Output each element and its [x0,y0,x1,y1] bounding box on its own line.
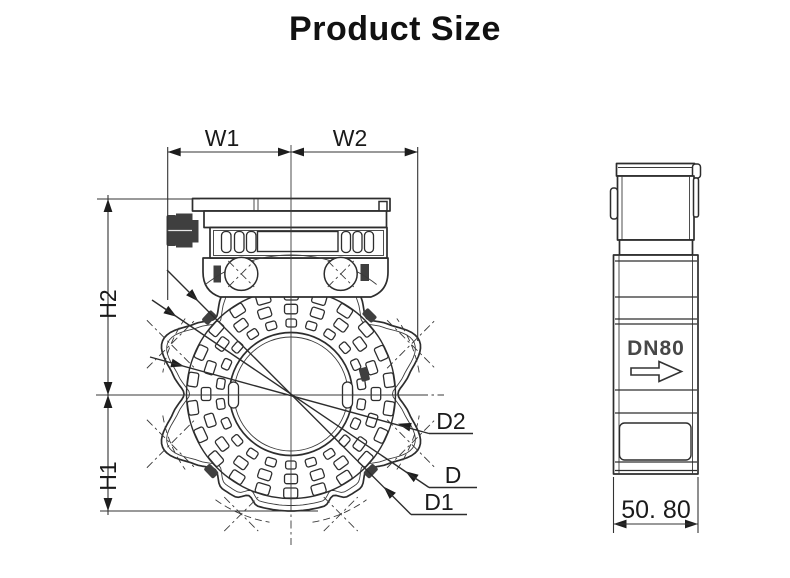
side-head [609,162,702,256]
key-button [363,230,375,254]
side-body-outline [612,254,699,475]
dimension-lines: W1 W2 H2 H1 [95,125,698,529]
side-head-body [616,175,695,241]
nameplate [618,422,692,461]
side-width-dimension: 50. 80 [612,477,699,533]
dim-label-width: 50. 80 [621,496,691,524]
key-button [245,230,257,254]
key-button [352,230,363,254]
head-vent-slot [360,264,369,281]
key-button [220,230,232,254]
dim-label-d1: D1 [424,489,453,515]
dim-label-h2: H2 [95,289,121,318]
side-view: DN80 50. 80 [609,162,702,533]
leader-d1 [166,269,412,515]
head-upper-tier [203,210,388,229]
side-head-cap [615,162,696,177]
centerlines [96,145,444,545]
dim-label-d2: D2 [436,408,465,434]
leader-d2 [149,356,430,435]
side-pipe-body: DN80 [612,254,699,475]
front-view: W1 W2 H2 H1 D2 D D1 [95,125,698,545]
flow-direction-arrow-icon [630,360,684,383]
head-vent-slot [213,265,221,283]
pipe-size-marking: DN80 [627,337,685,360]
dim-label-w2: W2 [333,125,368,151]
bolt-hole-marks [146,254,436,532]
key-button [340,230,352,254]
page-title: Product Size [289,10,501,48]
key-button [233,230,245,254]
dim-label-d: D [445,462,462,488]
side-neck [618,239,694,256]
cable-gland-connector [166,213,199,248]
diameter-leaders: D2 D D1 [149,269,477,516]
transmitter-head [166,197,391,298]
dim-label-h1: H1 [95,461,121,490]
side-head-tab-right [692,177,700,218]
dim-label-w1: W1 [205,125,240,151]
side-head-tab-left [609,187,619,220]
lcd-display [256,230,339,253]
lid-corner-notch [378,200,388,212]
